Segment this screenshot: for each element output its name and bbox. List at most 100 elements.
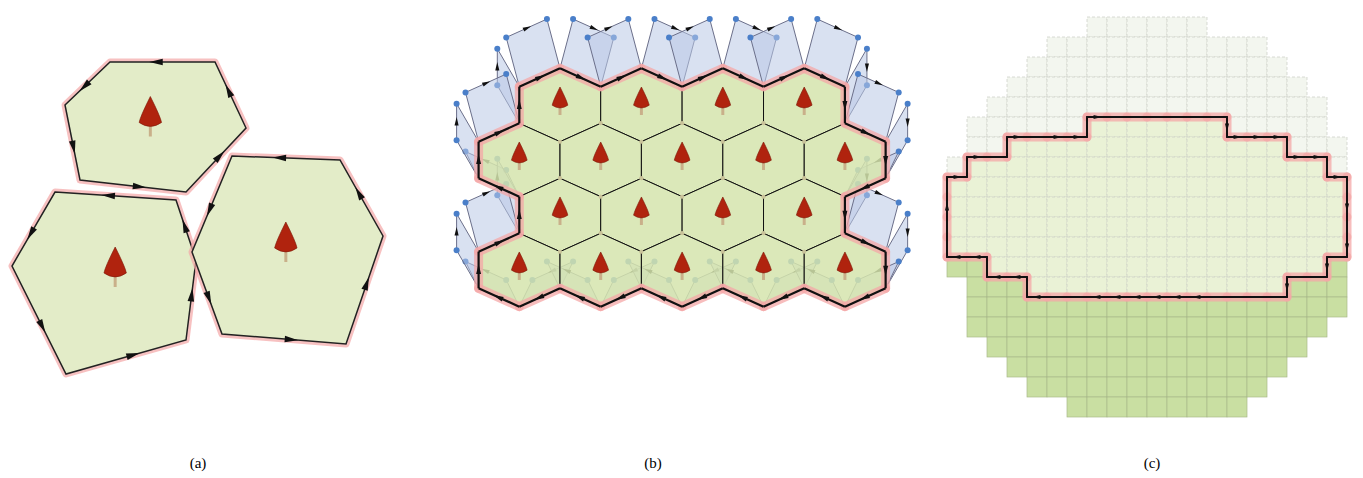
boundary-curve [804,68,845,86]
lower-quad [1007,277,1027,297]
lower-quad [1247,377,1267,397]
side-quad [750,19,804,87]
boundary-halo [515,197,524,234]
edge-arrow [604,26,613,31]
vertex-dot [721,250,725,254]
edge-arrow [656,295,666,301]
lower-quad [1047,357,1067,377]
inner-quad [1207,197,1227,217]
inner-quad [1207,157,1227,177]
normal-cone [837,252,853,273]
upper-quad [1167,57,1187,77]
inner-quad [1067,237,1087,257]
boundary-curve [987,156,1007,158]
inner-quad [1187,197,1207,217]
boundary-halo [560,68,601,86]
boundary-halo [983,257,992,277]
lower-quad [1307,297,1327,317]
boundary-curve [1027,136,1047,138]
boundary-curve [1267,296,1287,298]
upper-quad [1107,17,1127,37]
boundary-halo [723,68,764,86]
boundary-curve [845,288,886,306]
lower-quad [987,337,1007,357]
edge-arrow [685,26,694,31]
boundary-curve [723,68,764,86]
vertex-dot [721,140,725,144]
edge-arrow [752,25,761,30]
vertex-dot [814,16,820,22]
vertex-dot [503,34,509,40]
vertex-dot [788,16,794,22]
vertex-dot [802,140,806,144]
lower-quad [1187,377,1207,397]
edge-arrow [1074,135,1082,139]
lower-quad [1147,317,1167,337]
vertex-dot [680,195,684,199]
vertex-dot [680,121,684,125]
lower-quad [1107,317,1127,337]
upper-quad [1207,77,1227,97]
inner-quad [1187,137,1207,157]
lower-quad [1187,397,1207,417]
inner-quad [1167,157,1187,177]
lower-quad [1127,397,1147,417]
boundary-curve [479,288,520,306]
lower-quad [1247,357,1267,377]
inner-quad [1247,257,1267,277]
lower-quad [1027,317,1047,337]
boundary-curve [1307,276,1327,278]
lower-quad [1167,317,1187,337]
normal-cone [796,87,812,108]
lower-quad [1127,377,1147,397]
boundary-curve [946,237,948,257]
edge-arrow [535,75,545,81]
boundary-halo [804,68,845,86]
upper-quad [1047,57,1067,77]
edge-arrow [697,294,707,300]
boundary-curve [986,257,988,277]
normal-cone [511,142,527,163]
inner-quad [1007,197,1027,217]
edge-arrow [1345,244,1349,252]
lower-quad [1007,357,1027,377]
lower-quad [987,317,1007,337]
lower-quad [1087,337,1107,357]
lower-quad [1147,337,1167,357]
boundary-curve [601,288,642,306]
vertex-dot [639,250,643,254]
face-polygon [12,192,196,374]
edge-arrow [974,155,982,159]
boundary-halo [845,178,886,196]
edge-arrow [616,294,626,300]
inner-quad [1027,177,1047,197]
boundary-curve [1346,177,1348,197]
boundary-curve [519,68,560,86]
inner-quad [1047,237,1067,257]
upper-quad [1247,77,1267,97]
inner-quad [1307,197,1327,217]
upper-quad [1087,17,1107,37]
boundary-halo [1327,253,1347,262]
edge-arrow [534,294,544,300]
boundary-halo [881,142,890,179]
edge-arrow [182,219,189,233]
boundary-curve [845,233,886,251]
normal-cone [756,252,772,273]
inner-quad [1127,237,1147,257]
inner-quad [1027,157,1047,177]
inner-quad [987,177,1007,197]
vertex-dot [896,199,902,205]
lower-quad [1267,297,1287,317]
vertex-dot [599,121,603,125]
normal-cone [715,87,731,108]
edge-arrow [945,202,949,210]
inner-quad [1047,157,1067,177]
normal-cone [552,197,568,218]
inner-quad [1187,157,1207,177]
inner-quad [1147,177,1167,197]
boundary-curve [1227,296,1247,298]
vertex-dot [558,250,562,254]
boundary-curve [479,233,520,251]
